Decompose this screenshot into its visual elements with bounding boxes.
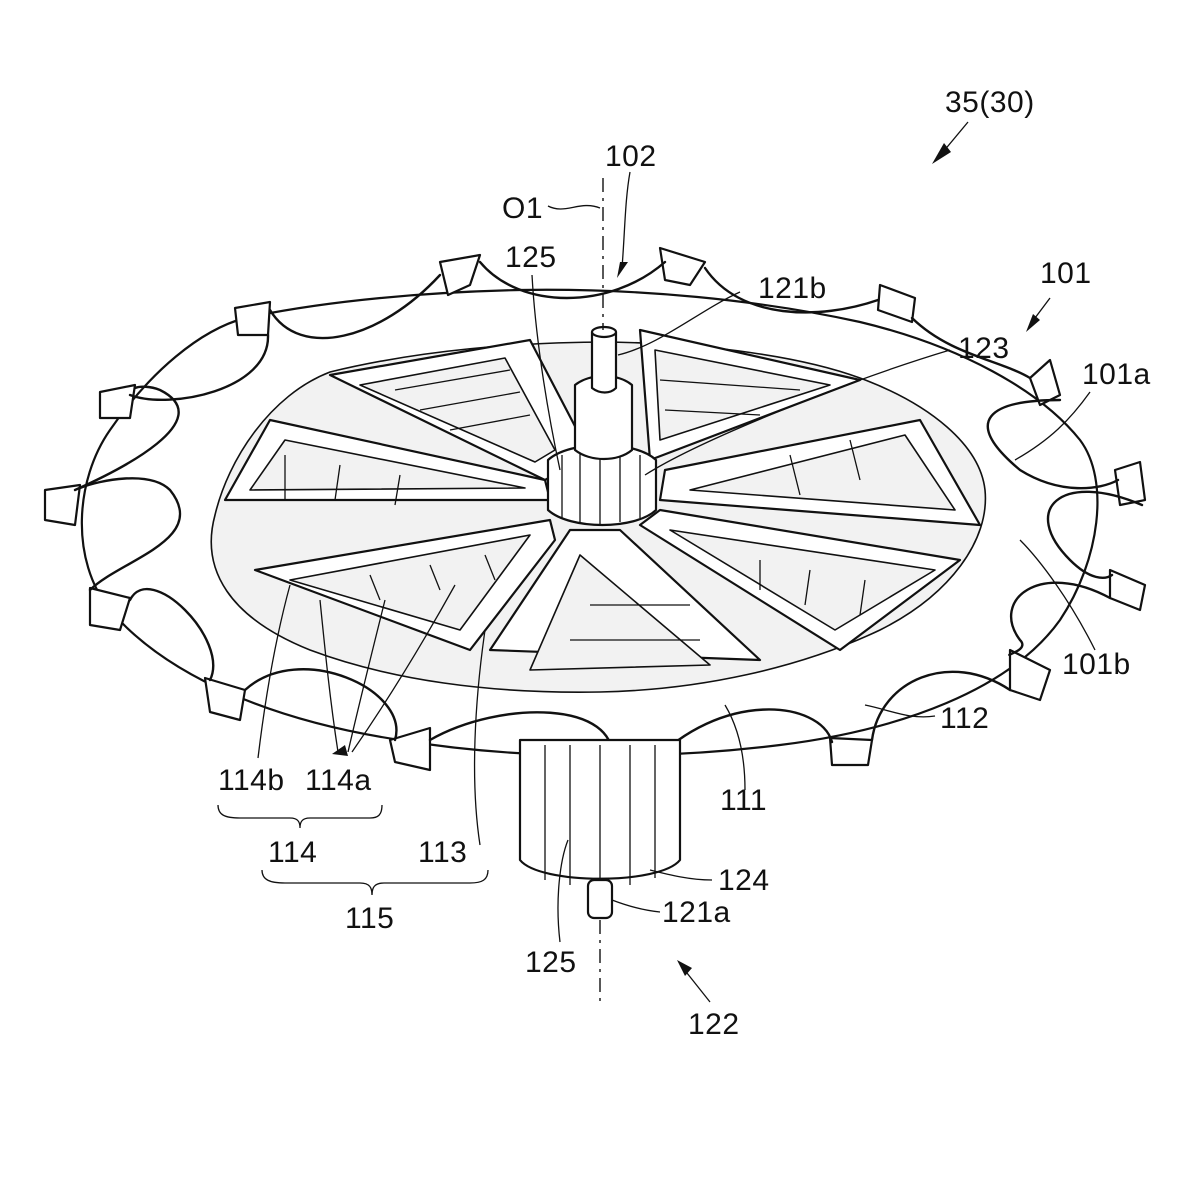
label-111: 111 [720, 784, 767, 817]
hub-and-shaft [518, 325, 682, 920]
label-102: 102 [605, 140, 657, 173]
label-124: 124 [718, 864, 770, 897]
wheel-tooth [88, 586, 132, 632]
rotor-arms [223, 328, 982, 671]
arm-pocket [654, 349, 831, 441]
label-101b: 101b [1062, 648, 1131, 681]
wheel-tooth [658, 246, 707, 287]
label-121b: 121b [758, 272, 827, 305]
label-115: 115 [345, 902, 394, 935]
wheel-tooth [1028, 358, 1062, 407]
wheel-tooth [828, 736, 874, 767]
arm-pocket [359, 357, 556, 463]
label-125-top: 125 [505, 241, 557, 274]
wheel-tooth [876, 283, 917, 324]
brace-115 [261, 869, 489, 896]
leader-lines [257, 121, 1096, 1003]
wheel-tooth [438, 253, 482, 297]
label-123: 123 [958, 332, 1010, 365]
label-113: 113 [418, 836, 467, 869]
wheel-tooth [98, 383, 137, 420]
wheel-tooth [233, 300, 272, 337]
brace-114 [217, 804, 383, 829]
label-101: 101 [1040, 257, 1092, 290]
label-122: 122 [688, 1008, 740, 1041]
arm-pocket [529, 554, 711, 671]
label-assembly-ref: 35(30) [945, 86, 1035, 119]
wheel-tooth [43, 483, 82, 527]
label-112: 112 [940, 702, 989, 735]
wheel-tooth [1108, 568, 1147, 612]
label-114b: 114b [218, 764, 285, 797]
label-114: 114 [268, 836, 317, 869]
label-121a: 121a [662, 896, 731, 929]
wheel-tooth [203, 676, 247, 722]
arrow-head [932, 143, 951, 164]
arm-pocket [289, 534, 531, 631]
arm-pocket [669, 529, 936, 631]
arm-pocket [249, 439, 526, 491]
arm-pocket [689, 434, 956, 511]
label-114a: 114a [305, 764, 372, 797]
braces [217, 804, 489, 896]
label-101a: 101a [1082, 358, 1151, 391]
wheel-tooth [388, 726, 432, 772]
wheel-tooth [1008, 648, 1052, 702]
label-125-bottom: 125 [525, 946, 577, 979]
wheel-tooth [1113, 460, 1147, 507]
label-O1: O1 [502, 192, 543, 225]
reference-labels: 35(30) 102 O1 125 121b 101 123 101a 101b… [218, 86, 1151, 1041]
lower-pivot [586, 878, 614, 920]
